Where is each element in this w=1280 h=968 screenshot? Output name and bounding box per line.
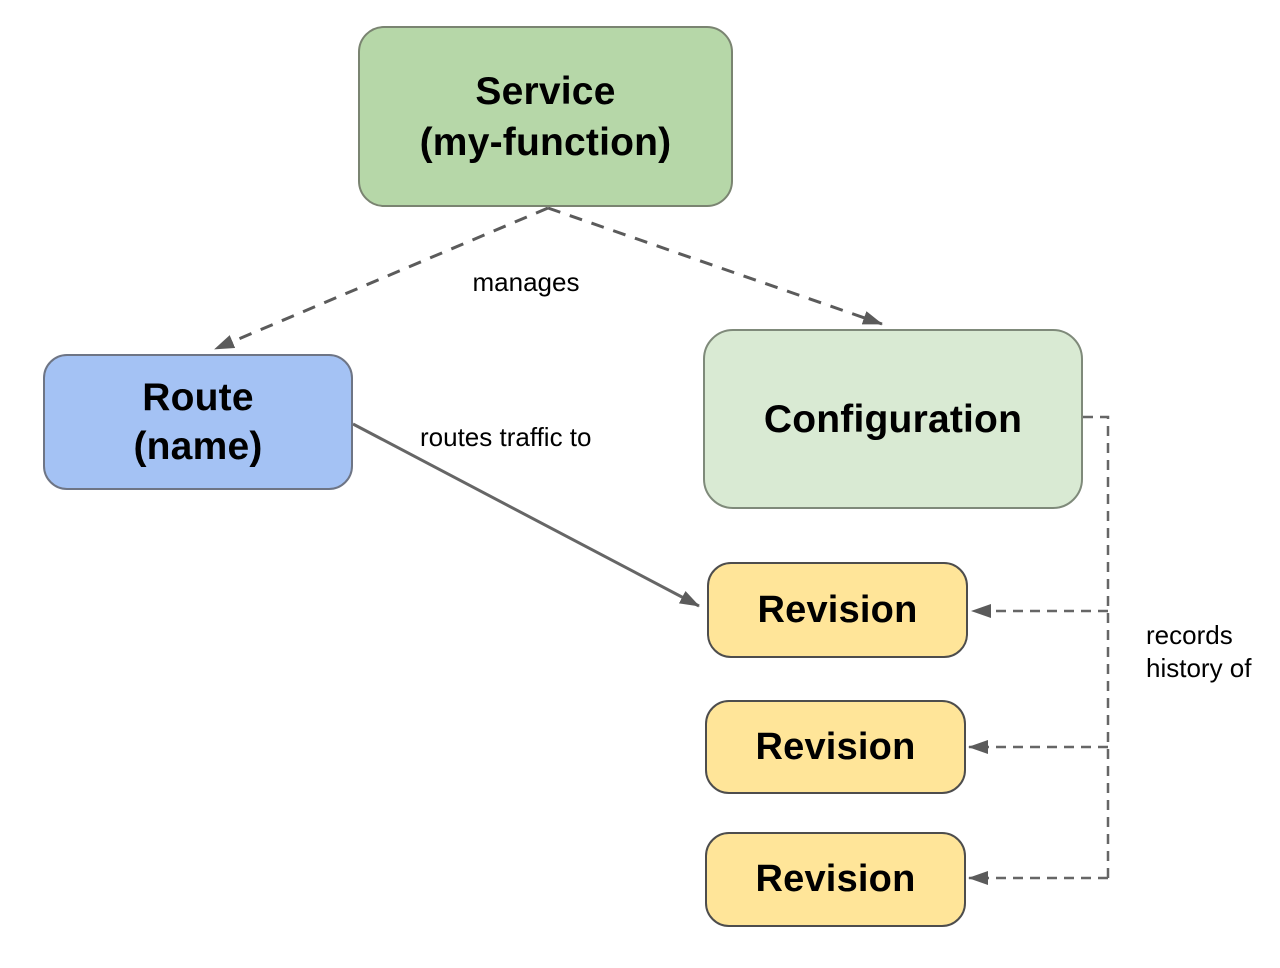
node-route-label-line2: (name): [133, 425, 263, 468]
node-revision-2: Revision: [705, 700, 966, 794]
node-service-label-line2: (my-function): [419, 120, 672, 164]
node-revision-3-label: Revision: [755, 858, 916, 900]
node-route-label-line1: Route: [142, 376, 254, 419]
edge-label-routes-traffic-to: routes traffic to: [420, 422, 592, 452]
node-revision-1-label: Revision: [757, 588, 918, 631]
node-service: Service (my-function): [358, 26, 733, 207]
node-route: Route (name): [43, 354, 353, 490]
node-revision-3: Revision: [705, 832, 966, 927]
edge-label-manages: manages: [472, 267, 580, 297]
edge-service-to-configuration: [547, 206, 883, 326]
node-service-label-line1: Service: [475, 69, 616, 113]
edge-label-records-line2: history of: [1146, 653, 1252, 683]
node-configuration-label: Configuration: [763, 397, 1023, 441]
edge-configuration-history-trunk: [1083, 415, 1110, 878]
edge-label-records-line1: records: [1146, 620, 1233, 650]
edge-service-to-route: [214, 206, 549, 351]
node-revision-1: Revision: [707, 562, 968, 658]
node-configuration: Configuration: [703, 329, 1083, 509]
node-revision-2-label: Revision: [755, 725, 916, 768]
edge-route-to-revision-1: [352, 422, 700, 608]
edge-label-records-history-of: records history of: [1146, 619, 1252, 685]
